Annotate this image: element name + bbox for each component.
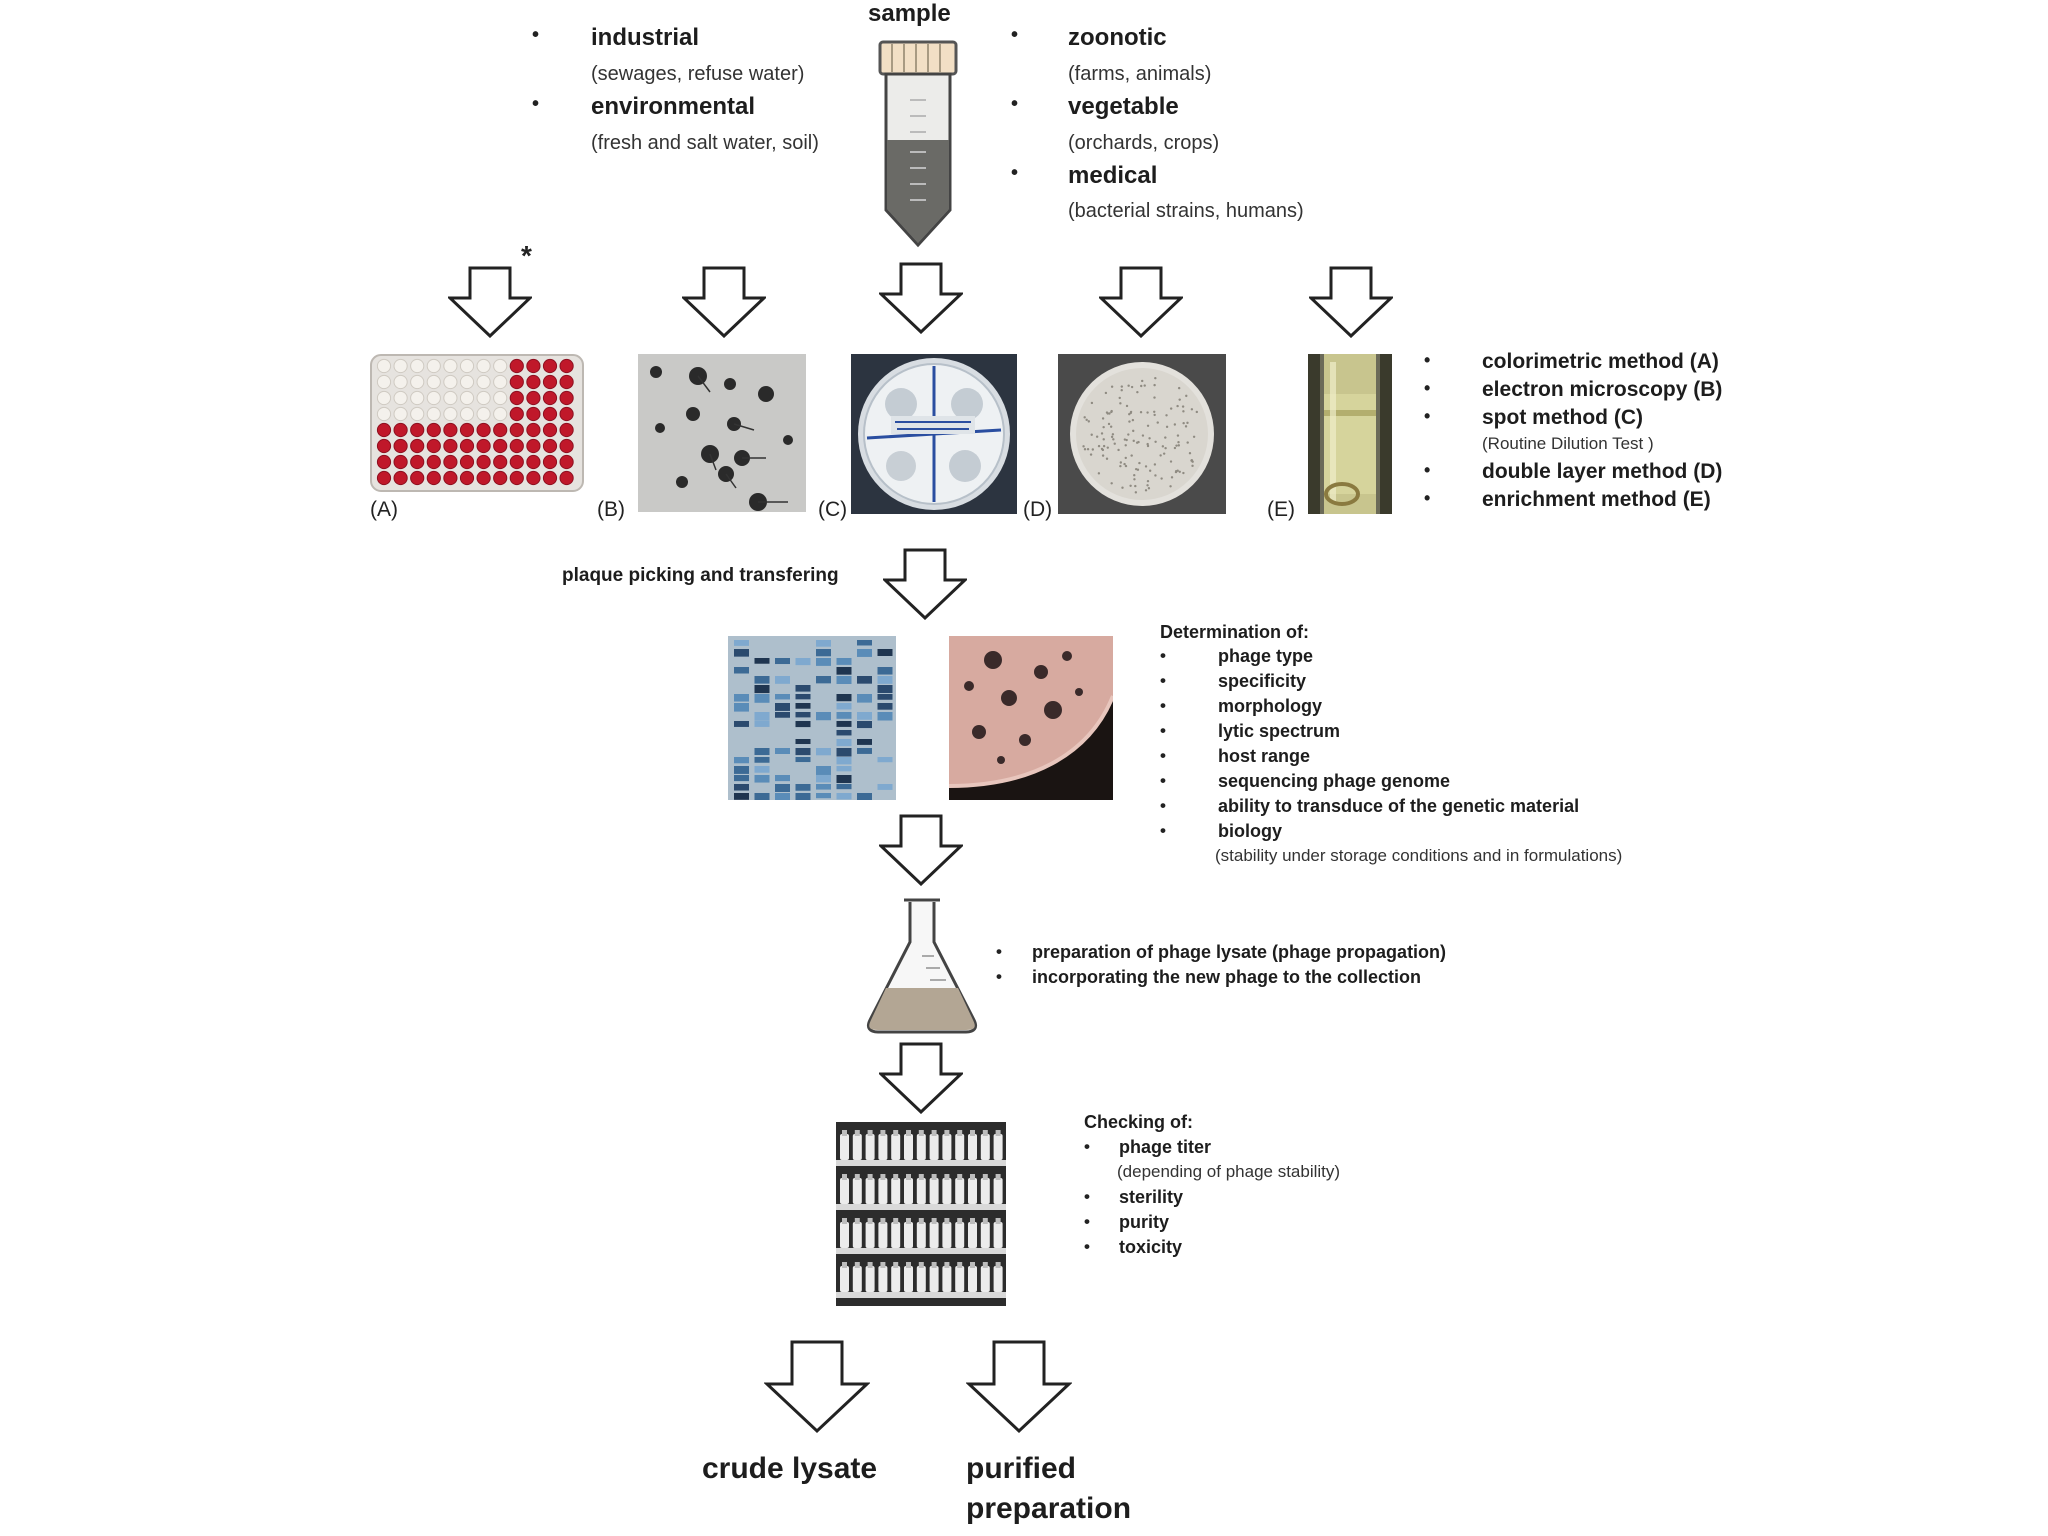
source-industrial: industrial bbox=[591, 24, 700, 51]
determination-title: Determination of: bbox=[1160, 622, 1310, 642]
determination-item: lytic spectrum bbox=[1218, 721, 1341, 741]
checking-title: Checking of: bbox=[1084, 1112, 1194, 1132]
method-enrichment: enrichment method (E) bbox=[1482, 488, 1711, 511]
panel-label-d: (D) bbox=[1023, 498, 1053, 521]
source-vegetable: vegetable bbox=[1068, 93, 1179, 120]
microplate-image bbox=[370, 354, 584, 492]
panel-label-c: (C) bbox=[818, 498, 848, 521]
bullet: • bbox=[1160, 646, 1166, 665]
bullet: • bbox=[1424, 350, 1431, 370]
bullet: • bbox=[532, 24, 540, 46]
arrow-down-icon bbox=[1099, 266, 1183, 338]
checking-toxicity: toxicity bbox=[1119, 1237, 1183, 1257]
bullet: • bbox=[1011, 24, 1019, 46]
determination-item: ability to transduce of the genetic mate… bbox=[1218, 796, 1580, 816]
bullet: • bbox=[996, 942, 1002, 961]
sample-title: sample bbox=[868, 0, 951, 27]
bullet: • bbox=[1011, 93, 1019, 115]
panel-label-e: (E) bbox=[1267, 498, 1295, 521]
source-vegetable-detail: (orchards, crops) bbox=[1068, 132, 1220, 154]
bullet: • bbox=[1424, 460, 1431, 480]
bullet: • bbox=[1084, 1137, 1090, 1156]
method-colorimetric: colorimetric method (A) bbox=[1482, 350, 1719, 373]
bullet: • bbox=[1160, 821, 1166, 840]
sample-tube-icon bbox=[878, 40, 958, 248]
arrow-down-icon bbox=[1309, 266, 1393, 338]
panel-label-a: (A) bbox=[370, 498, 398, 521]
source-zoonotic-detail: (farms, animals) bbox=[1068, 63, 1212, 85]
checking-sterility: sterility bbox=[1119, 1187, 1184, 1207]
arrow-down-icon bbox=[879, 262, 963, 334]
arrow-down-icon bbox=[883, 548, 967, 620]
source-environmental-detail: (fresh and salt water, soil) bbox=[591, 132, 819, 154]
sequencing-gel-image bbox=[728, 636, 896, 800]
outcome-purified: purified bbox=[966, 1452, 1076, 1485]
checking-phage-titer-note: (depending of phage stability) bbox=[1117, 1162, 1341, 1181]
outcome-preparation: preparation bbox=[966, 1492, 1132, 1525]
determination-item: morphology bbox=[1218, 696, 1322, 716]
bullet: • bbox=[1160, 671, 1166, 690]
checking-purity: purity bbox=[1119, 1212, 1170, 1232]
panel-label-b: (B) bbox=[597, 498, 625, 521]
lysate-step-incorporating: incorporating the new phage to the colle… bbox=[1032, 967, 1422, 987]
arrow-down-icon bbox=[682, 266, 766, 338]
arrow-down-icon bbox=[764, 1340, 870, 1434]
method-spot-note: (Routine Dilution Test ) bbox=[1482, 434, 1654, 453]
double-layer-plate-image bbox=[1058, 354, 1226, 514]
spot-plate-image bbox=[851, 354, 1017, 514]
bullet: • bbox=[1424, 488, 1431, 508]
source-environmental: environmental bbox=[591, 93, 756, 120]
arrow-down-icon bbox=[448, 266, 532, 338]
determination-item: host range bbox=[1218, 746, 1311, 766]
arrow-down-icon bbox=[879, 814, 963, 886]
outcome-crude-lysate: crude lysate bbox=[702, 1452, 878, 1485]
bullet: • bbox=[1424, 406, 1431, 426]
erlenmeyer-flask-icon bbox=[866, 898, 978, 1034]
source-industrial-detail: (sewages, refuse water) bbox=[591, 63, 805, 85]
method-double-layer: double layer method (D) bbox=[1482, 460, 1723, 483]
bullet: • bbox=[1084, 1237, 1090, 1256]
determination-item: sequencing phage genome bbox=[1218, 771, 1451, 791]
determination-biology-note: (stability under storage conditions and … bbox=[1215, 846, 1623, 865]
lysate-step-preparation: preparation of phage lysate (phage propa… bbox=[1032, 942, 1447, 962]
determination-item: biology bbox=[1218, 821, 1282, 841]
source-medical: medical bbox=[1068, 162, 1158, 189]
bullet: • bbox=[1084, 1212, 1090, 1231]
source-zoonotic: zoonotic bbox=[1068, 24, 1167, 51]
arrow-down-icon bbox=[966, 1340, 1072, 1434]
plaque-picking-label: plaque picking and transfering bbox=[562, 565, 839, 586]
arrow-down-icon bbox=[879, 1042, 963, 1114]
bullet: • bbox=[1160, 721, 1166, 740]
method-electron-microscopy: electron microscopy (B) bbox=[1482, 378, 1723, 401]
determination-item: specificity bbox=[1218, 671, 1307, 691]
bullet: • bbox=[1160, 796, 1166, 815]
plaque-plate-image bbox=[949, 636, 1113, 800]
storage-shelves-image bbox=[836, 1122, 1006, 1306]
electron-micrograph-image bbox=[638, 354, 806, 512]
bullet: • bbox=[532, 93, 540, 115]
asterisk-mark: * bbox=[521, 240, 532, 271]
bullet: • bbox=[1160, 771, 1166, 790]
bullet: • bbox=[996, 967, 1002, 986]
bullet: • bbox=[1084, 1187, 1090, 1206]
bullet: • bbox=[1160, 746, 1166, 765]
enrichment-culture-image bbox=[1308, 354, 1392, 514]
bullet: • bbox=[1011, 162, 1019, 184]
bullet: • bbox=[1424, 378, 1431, 398]
source-medical-detail: (bacterial strains, humans) bbox=[1068, 200, 1304, 222]
method-spot: spot method (C) bbox=[1482, 406, 1643, 429]
determination-item: phage type bbox=[1218, 646, 1314, 666]
bullet: • bbox=[1160, 696, 1166, 715]
checking-phage-titer: phage titer bbox=[1119, 1137, 1212, 1157]
